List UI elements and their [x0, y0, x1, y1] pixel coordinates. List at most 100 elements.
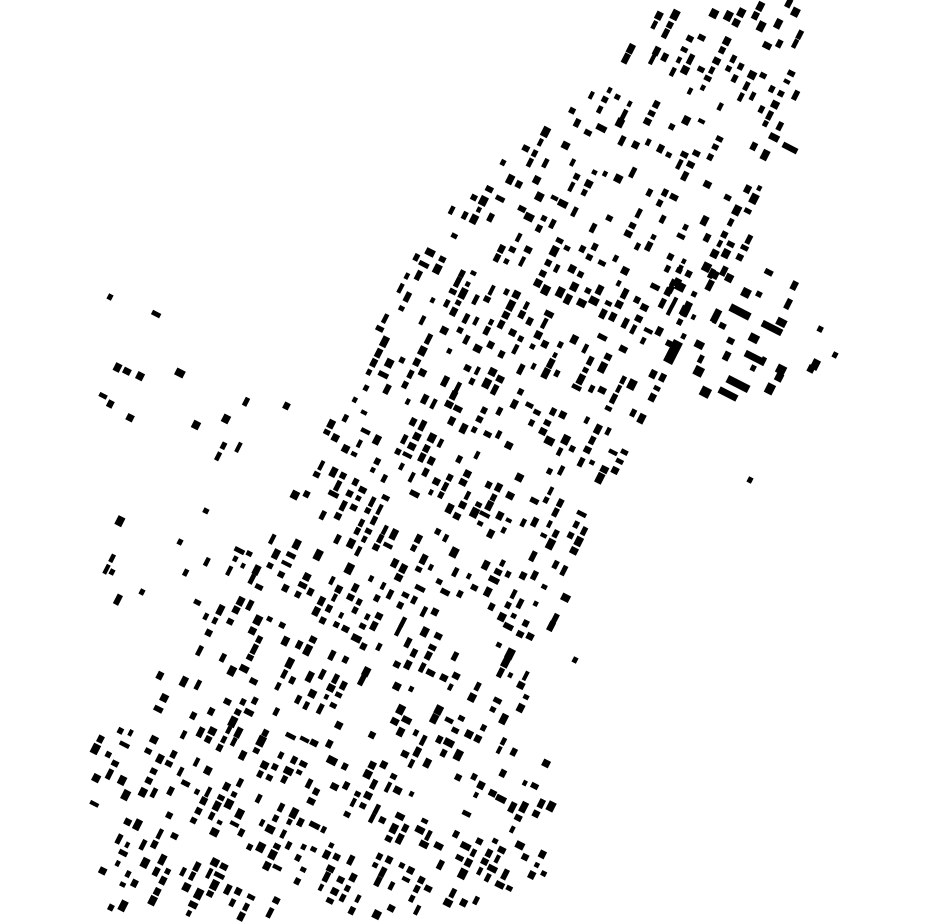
building [459, 840, 472, 852]
building [536, 137, 545, 147]
building [302, 700, 311, 711]
building [110, 759, 120, 768]
building [532, 408, 542, 417]
building [392, 785, 403, 796]
building [363, 506, 372, 515]
building [517, 204, 527, 214]
building [424, 247, 436, 258]
building [194, 806, 203, 816]
building [643, 240, 654, 252]
building [222, 883, 233, 896]
building [301, 571, 312, 582]
building [618, 344, 629, 354]
building [448, 887, 458, 899]
building [649, 282, 661, 292]
building [442, 298, 451, 309]
building [439, 325, 450, 336]
building [571, 383, 582, 392]
building [264, 823, 276, 835]
building [484, 848, 494, 859]
building [431, 476, 442, 487]
building [626, 378, 638, 392]
building [450, 651, 460, 662]
building [567, 181, 576, 193]
building [680, 114, 692, 127]
building [576, 456, 586, 468]
building [524, 401, 535, 410]
building [511, 343, 520, 355]
building [580, 188, 589, 197]
building [639, 302, 650, 313]
building [399, 433, 409, 445]
building [521, 619, 530, 628]
building [783, 78, 791, 85]
building [702, 232, 712, 243]
building [463, 857, 474, 868]
building [418, 839, 430, 850]
building [435, 859, 446, 871]
building [114, 833, 124, 845]
building [538, 426, 548, 437]
building [347, 905, 357, 916]
building [581, 343, 590, 354]
building [326, 418, 337, 430]
building [686, 87, 694, 96]
building [355, 439, 363, 449]
building [575, 297, 588, 309]
building [334, 691, 343, 699]
building [518, 570, 528, 581]
building [375, 533, 385, 544]
building [260, 728, 270, 738]
building [252, 746, 261, 755]
building [277, 751, 285, 760]
building [487, 788, 498, 798]
building [485, 528, 496, 539]
building [536, 798, 547, 810]
building [636, 412, 647, 425]
building [527, 418, 536, 427]
building [412, 904, 422, 916]
building [258, 818, 266, 828]
building [629, 324, 638, 335]
building [463, 490, 472, 501]
building [355, 597, 363, 607]
building [742, 80, 751, 92]
building [360, 409, 368, 416]
building [663, 339, 683, 365]
building [417, 662, 427, 674]
building [425, 668, 436, 678]
building [187, 900, 199, 910]
building [294, 639, 304, 650]
building [383, 357, 395, 369]
building [387, 881, 396, 891]
building [507, 801, 518, 814]
building [259, 759, 270, 771]
building [645, 188, 654, 198]
building [448, 306, 459, 318]
building [332, 852, 342, 862]
building [439, 748, 448, 758]
building [137, 786, 149, 798]
building [371, 861, 379, 869]
building [470, 772, 479, 781]
building [747, 332, 761, 345]
building [444, 502, 455, 515]
building [529, 496, 540, 506]
building [121, 366, 132, 376]
building [364, 527, 373, 536]
building [789, 6, 801, 18]
building [384, 855, 394, 865]
building [476, 780, 486, 791]
building [469, 193, 479, 202]
building [89, 799, 100, 808]
building [393, 625, 403, 637]
building [538, 269, 548, 278]
building [704, 278, 715, 292]
building [597, 385, 608, 395]
building [457, 269, 467, 279]
building [469, 848, 478, 858]
building [229, 820, 240, 829]
building [389, 772, 398, 781]
building [375, 642, 383, 652]
building [514, 840, 526, 851]
